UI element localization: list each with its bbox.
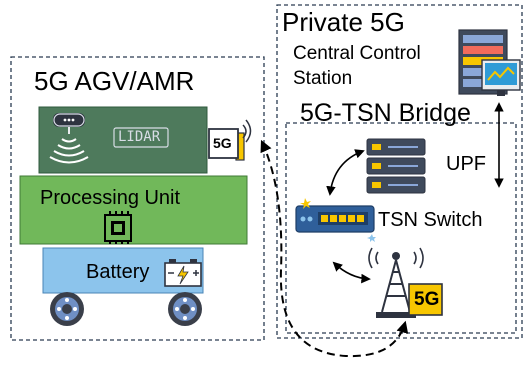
chip-icon [104, 211, 132, 244]
server-icon [366, 138, 426, 194]
arrow-agv-tower-link [260, 139, 409, 358]
arrow-switch-tower [332, 261, 371, 284]
wheel-icon [50, 292, 84, 326]
agv-title: 5G AGV/AMR [34, 66, 195, 96]
lidar-tag-frame [113, 127, 169, 148]
arrow-upf-switch [326, 149, 365, 196]
battery-icon [164, 259, 202, 287]
lidar-label: LIDAR [118, 129, 161, 145]
bridge-title: 5G-TSN Bridge [300, 99, 471, 127]
control-station-label-line1: Central Control [293, 43, 421, 64]
5g-modem-icon [208, 119, 252, 161]
lidar-sensor-icon [49, 113, 89, 164]
processing-block [19, 175, 248, 245]
control-station-label-line2: Station [293, 68, 353, 89]
upf-label: UPF [446, 153, 486, 175]
control-station-icon [458, 29, 521, 96]
modem-5g-badge: 5G [213, 135, 232, 151]
network-switch-icon [295, 198, 376, 242]
battery-label: Battery [86, 261, 150, 283]
private5g-title: Private 5G [282, 7, 405, 37]
processing-label: Processing Unit [40, 187, 181, 209]
wheel-icon [168, 292, 202, 326]
tsn-switch-label: TSN Switch [378, 209, 483, 231]
tower-5g-badge: 5G [414, 289, 440, 310]
